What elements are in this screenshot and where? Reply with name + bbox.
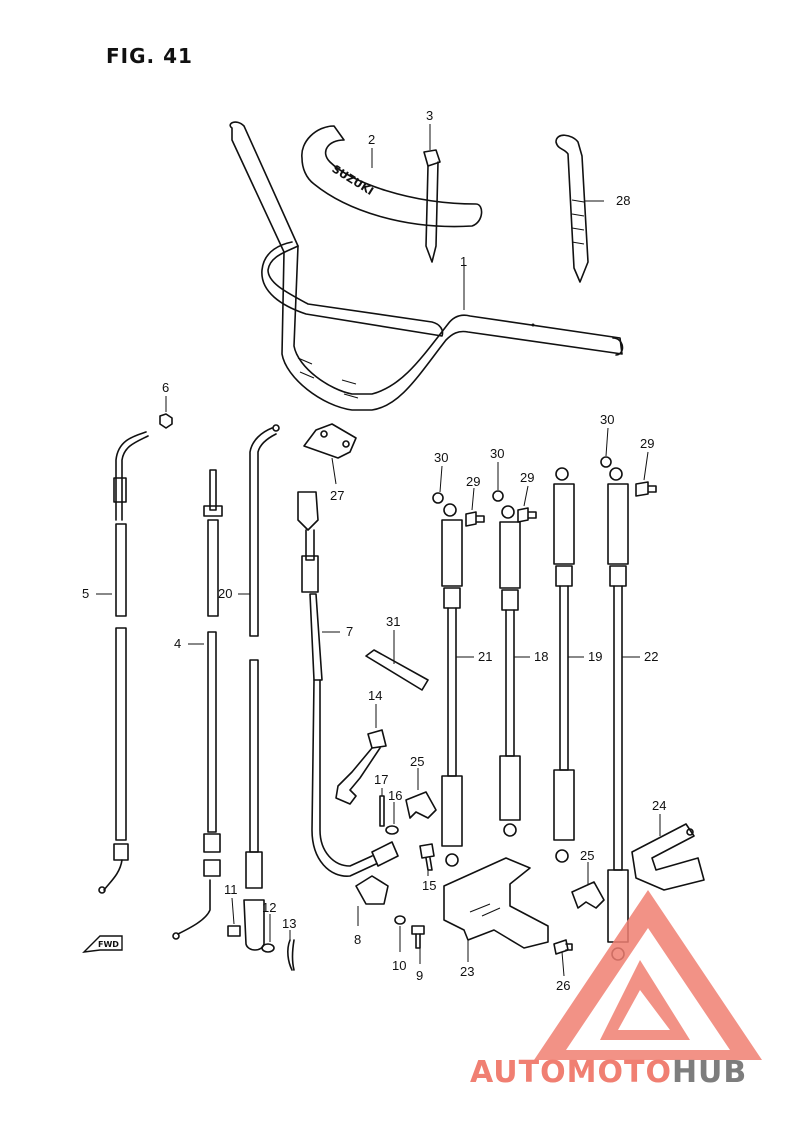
callout-14: 14 <box>368 688 382 703</box>
callout-labels: 1 2 3 28 6 5 4 20 7 27 31 14 17 16 25 15… <box>82 108 666 993</box>
cable-22[interactable] <box>607 467 629 961</box>
callout-20: 20 <box>218 586 232 601</box>
callout-31: 31 <box>386 614 400 629</box>
fwd-direction-arrow: FWD <box>82 935 123 953</box>
callout-25-lower: 25 <box>580 848 594 863</box>
callout-1: 1 <box>460 254 467 269</box>
cable-18[interactable] <box>499 505 521 837</box>
callout-23: 23 <box>460 964 474 979</box>
bolt-29b[interactable] <box>517 507 537 523</box>
handlebar[interactable] <box>229 121 624 411</box>
callout-24: 24 <box>652 798 666 813</box>
screw-9[interactable] <box>411 925 425 949</box>
callout-10: 10 <box>392 958 406 973</box>
cable-21[interactable] <box>441 503 463 867</box>
callout-26: 26 <box>556 978 570 993</box>
callout-28: 28 <box>616 193 630 208</box>
nut-30c[interactable] <box>600 456 612 468</box>
callout-15: 15 <box>422 878 436 893</box>
callout-27: 27 <box>330 488 344 503</box>
bolt-15[interactable] <box>419 843 435 871</box>
pin-17[interactable] <box>379 795 385 827</box>
nut-30a[interactable] <box>432 492 444 504</box>
callout-6: 6 <box>162 380 169 395</box>
callout-5: 5 <box>82 586 89 601</box>
cable-4[interactable] <box>172 469 223 940</box>
callout-4: 4 <box>174 636 181 651</box>
cable-20[interactable] <box>243 424 280 951</box>
callout-22: 22 <box>644 649 658 664</box>
washer-16[interactable] <box>385 825 399 835</box>
callout-19: 19 <box>588 649 602 664</box>
callout-21: 21 <box>478 649 492 664</box>
callout-3: 3 <box>426 108 433 123</box>
cotter-pin-13[interactable] <box>287 939 295 971</box>
callout-7: 7 <box>346 624 353 639</box>
nut-6[interactable] <box>159 413 173 429</box>
callout-13: 13 <box>282 916 296 931</box>
cable-tie-3[interactable] <box>423 149 441 263</box>
cable-7[interactable] <box>297 491 399 877</box>
bracket-23[interactable] <box>443 857 549 949</box>
callout-30-middle: 30 <box>490 446 504 461</box>
bolt-11[interactable] <box>227 925 241 937</box>
clip-25a[interactable] <box>405 791 437 819</box>
watermark-logo <box>534 890 762 1060</box>
clamp-31[interactable] <box>365 649 429 691</box>
callout-8: 8 <box>354 932 361 947</box>
callout-12: 12 <box>262 900 276 915</box>
cable-5[interactable] <box>98 431 149 894</box>
washer-12[interactable] <box>261 943 275 953</box>
clip-25b[interactable] <box>571 881 605 909</box>
bracket-14[interactable] <box>335 729 387 805</box>
bracket-24[interactable] <box>631 823 705 891</box>
figure-title: FIG. 41 <box>106 44 193 68</box>
callout-17: 17 <box>374 772 388 787</box>
clamp-28[interactable] <box>555 134 589 283</box>
cable-guide-27[interactable] <box>303 423 357 459</box>
watermark-text-secondary: HUB <box>672 1055 747 1090</box>
bolt-29a[interactable] <box>465 511 485 527</box>
watermark-text-primary: AUTOMOTO <box>470 1055 672 1090</box>
callout-25-upper: 25 <box>410 754 424 769</box>
washer-10[interactable] <box>394 915 406 925</box>
brand-text: SUZUKI <box>330 162 376 198</box>
callout-16: 16 <box>388 788 402 803</box>
holder-8[interactable] <box>355 875 389 905</box>
callout-29-middle: 29 <box>520 470 534 485</box>
callout-29-left: 29 <box>466 474 480 489</box>
watermark-text: AUTOMOTOHUB <box>470 1055 747 1090</box>
callout-29-right: 29 <box>640 436 654 451</box>
bolt-29c[interactable] <box>635 481 657 497</box>
callout-30-left: 30 <box>434 450 448 465</box>
fwd-label: FWD <box>98 940 119 949</box>
cable-19[interactable] <box>553 467 575 863</box>
callout-11: 11 <box>224 882 238 897</box>
callout-18: 18 <box>534 649 548 664</box>
callout-30-right: 30 <box>600 412 614 427</box>
callout-2: 2 <box>368 132 375 147</box>
bolt-26[interactable] <box>553 939 573 955</box>
leader-lines <box>96 124 661 977</box>
handlebar-pad[interactable]: SUZUKI <box>301 125 483 228</box>
nut-30b[interactable] <box>492 490 504 502</box>
callout-9: 9 <box>416 968 423 983</box>
